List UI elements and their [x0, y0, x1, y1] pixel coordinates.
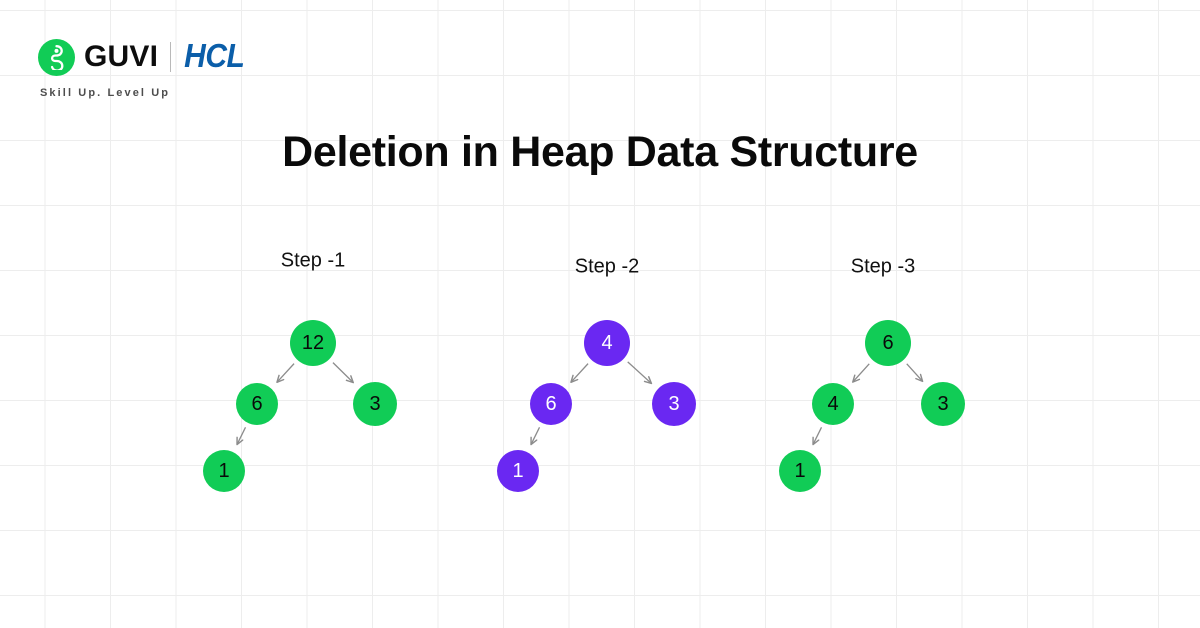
- edge-arrow-icon: [276, 363, 295, 383]
- guvi-wordmark: GUVI: [84, 40, 159, 73]
- logo-divider: [170, 42, 172, 72]
- heap-node-leaf: 1: [497, 450, 539, 492]
- edge-arrow-icon: [852, 363, 870, 383]
- brand-logo: GUVI HCL Skill Up. Level Up: [38, 36, 368, 106]
- edge-arrow-icon: [570, 363, 589, 383]
- logo-row: GUVI HCL: [38, 36, 368, 78]
- edge-arrow-icon: [332, 362, 354, 384]
- heap-node-left-child: 6: [530, 383, 572, 425]
- heap-node-root: 6: [865, 320, 911, 366]
- heap-node-left-child: 4: [812, 383, 854, 425]
- heap-node-root: 12: [290, 320, 336, 366]
- heap-node-leaf: 1: [779, 450, 821, 492]
- edge-arrow-icon: [906, 363, 924, 383]
- heap-node-leaf: 1: [203, 450, 245, 492]
- step-label-1: Step -1: [280, 249, 346, 272]
- heap-node-root: 4: [584, 320, 630, 366]
- edge-arrow-icon: [812, 427, 823, 446]
- heap-node-right-child: 3: [921, 382, 965, 426]
- edge-arrow-icon: [627, 361, 653, 385]
- heap-node-right-child: 3: [353, 382, 397, 426]
- heap-node-left-child: 6: [236, 383, 278, 425]
- guvi-g-icon: [38, 38, 75, 76]
- brand-tagline: Skill Up. Level Up: [40, 87, 171, 99]
- hcl-wordmark: HCL: [184, 37, 245, 75]
- edge-arrow-icon: [236, 427, 247, 446]
- step-label-2: Step -2: [574, 255, 640, 278]
- edge-arrow-icon: [530, 427, 541, 446]
- page-title: Deletion in Heap Data Structure: [282, 128, 918, 176]
- step-label-3: Step -3: [850, 255, 916, 278]
- heap-node-right-child: 3: [652, 382, 696, 426]
